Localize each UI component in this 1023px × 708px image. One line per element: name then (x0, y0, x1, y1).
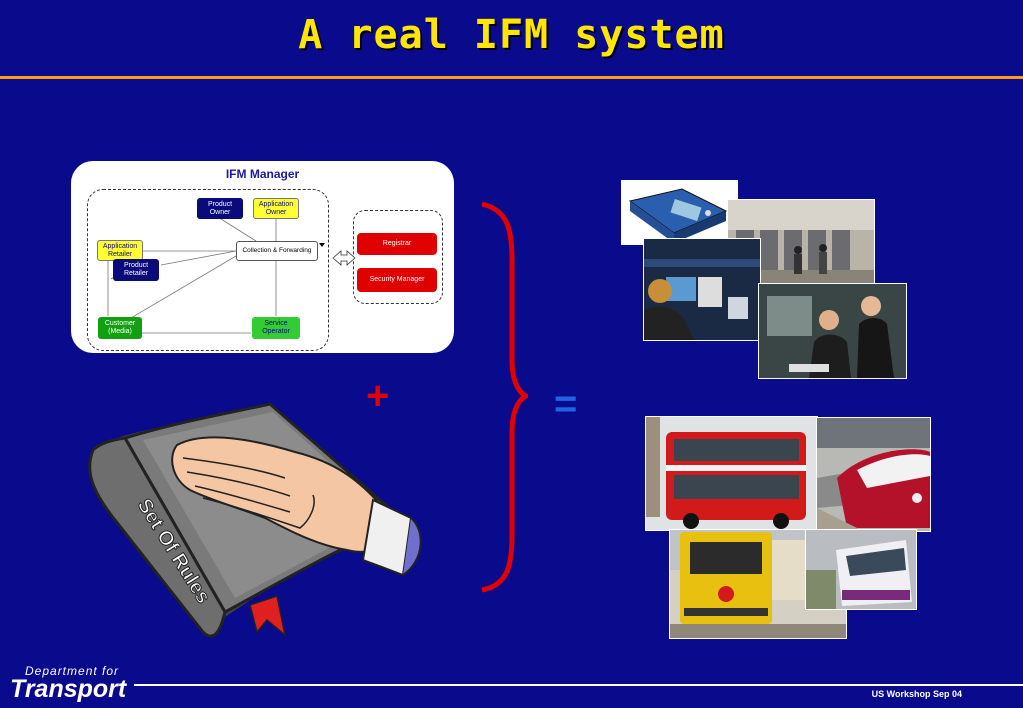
product-owner-box: Product Owner (197, 198, 243, 219)
title-divider (0, 76, 1023, 79)
ticket-office-photo (758, 283, 907, 379)
kiosk-user-photo (643, 238, 761, 341)
rule-book-icon: Set Of Rules (88, 402, 422, 638)
slide-title: A real IFM system (298, 12, 725, 58)
london-bus-photo (645, 416, 818, 531)
card-reader-photo (621, 180, 738, 245)
equals-sign: = (554, 382, 578, 426)
collection-forwarding-box: Collection & Forwarding (236, 241, 318, 261)
department-label: Department for (25, 664, 120, 678)
footer-divider (134, 684, 1023, 686)
transport-logo: Transport (10, 675, 127, 703)
ifm-manager-diagram: IFM Manager Product Owner Application Ow… (71, 161, 454, 353)
curly-brace-icon (481, 201, 528, 593)
plus-sign: + (366, 374, 390, 418)
footer-event-label: US Workshop Sep 04 (871, 689, 962, 699)
application-retailer-box: Application Retailer (97, 240, 143, 261)
service-operator-box: Service Operator (252, 317, 300, 339)
participants-group (87, 189, 329, 351)
security-manager-box: Security Manager (357, 268, 437, 292)
product-retailer-box: Product Retailer (113, 259, 159, 281)
customer-media-box: Customer (Media) (98, 317, 142, 339)
tram-photo (805, 529, 917, 610)
intercity-train-photo (816, 417, 931, 532)
application-owner-box: Application Owner (253, 198, 299, 219)
diagram-title: IFM Manager (225, 167, 300, 181)
registrar-box: Registrar (357, 233, 437, 255)
